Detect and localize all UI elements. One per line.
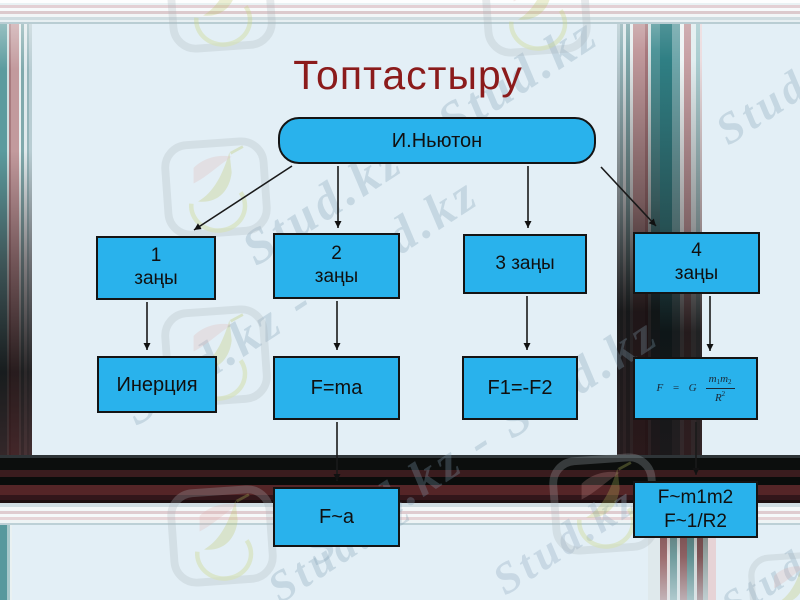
node-label: Инерция xyxy=(116,373,198,396)
node-label: заңы xyxy=(314,266,359,287)
frame-band-left xyxy=(0,0,32,503)
flowchart-node-fgrav: F~m1m2 F~1/R2 xyxy=(633,481,758,538)
frame-band-top xyxy=(0,0,800,24)
slide-title: Топтастыру xyxy=(293,52,523,98)
node-label: заңы xyxy=(674,263,719,284)
formula-constant: G xyxy=(688,381,697,394)
node-label: 3 заңы xyxy=(495,252,555,274)
node-label: 1 xyxy=(150,245,162,267)
node-label: 2 xyxy=(331,243,342,265)
node-label: заңы xyxy=(134,268,178,289)
node-label: 4 xyxy=(691,240,702,262)
formula-denominator: R2 xyxy=(714,389,726,404)
node-label: И.Ньютон xyxy=(391,129,483,152)
node-label: F~m1m2 xyxy=(657,486,734,508)
flowchart-node-fma: F=ma xyxy=(273,356,400,420)
flowchart-node-f1f2: F1=-F2 xyxy=(462,356,578,420)
node-label: F1=-F2 xyxy=(487,377,553,399)
flowchart-node-gravity-formula: F = G m1m2 R2 xyxy=(633,357,758,420)
flowchart-node-law4: 4 заңы xyxy=(633,232,760,294)
node-label: F=ma xyxy=(310,377,363,399)
flowchart-node-law1: 1 заңы xyxy=(96,236,216,300)
node-label: F~1/R2 xyxy=(664,510,727,532)
formula-lhs: F xyxy=(656,381,664,394)
frame-band-page3-left xyxy=(0,503,12,600)
frame-band-page4-left xyxy=(708,503,716,600)
flowchart-node-newton: И.Ньютон xyxy=(278,117,596,164)
flowchart-node-law3: 3 заңы xyxy=(463,234,587,294)
flowchart-node-fa: F~a xyxy=(273,487,400,547)
flowchart-node-law2: 2 заңы xyxy=(273,233,400,299)
formula-numerator: m1m2 xyxy=(705,373,735,389)
flowchart-node-inertia: Инерция xyxy=(97,356,217,413)
formula-equals: = xyxy=(672,381,680,394)
node-label: F~a xyxy=(318,506,355,528)
formula-fraction: m1m2 R2 xyxy=(705,373,735,404)
